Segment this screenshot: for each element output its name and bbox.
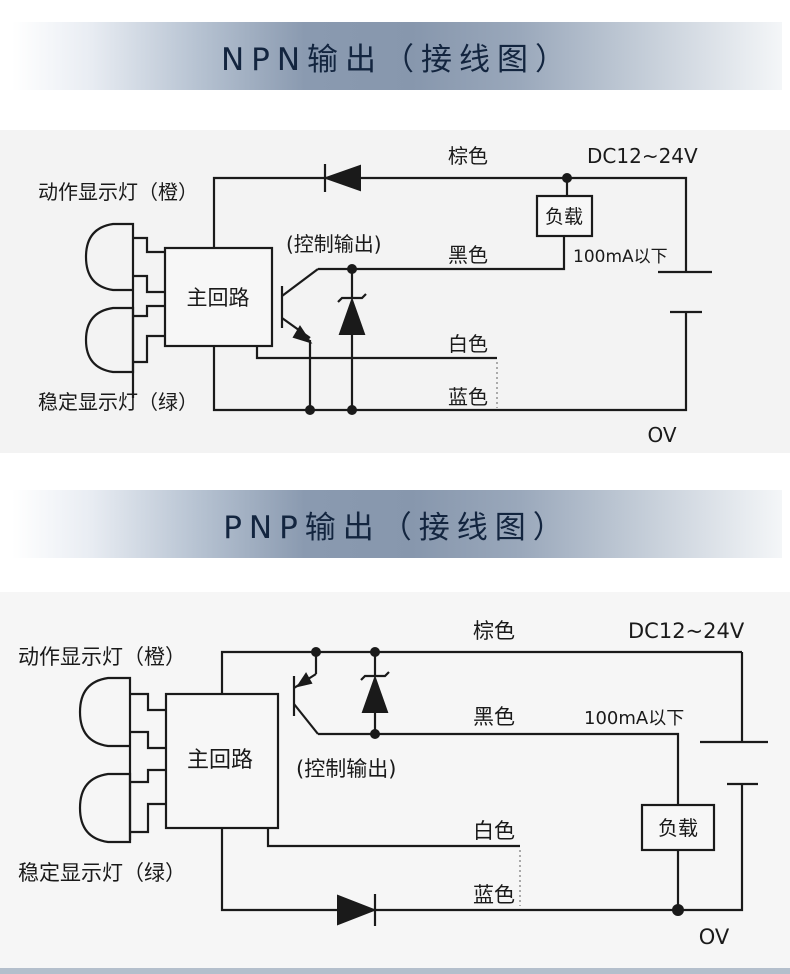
npn-supply-label: DC12~24V	[587, 144, 698, 168]
npn-load-label: 负载	[545, 206, 583, 228]
pnp-black-label: 黑色	[473, 705, 515, 729]
npn-black-wire	[318, 236, 566, 271]
pnp-diode-icon	[337, 894, 377, 926]
pnp-black-junction	[370, 729, 380, 739]
pnp-stable-lamp-label: 稳定显示灯（绿）	[18, 861, 186, 885]
pnp-zero-volt-junction	[672, 904, 684, 916]
npn-zero-volt-label: OV	[647, 423, 676, 447]
pnp-control-output-label: (控制输出)	[296, 757, 396, 781]
pnp-supply-wire-bottom	[678, 784, 744, 912]
npn-blue-wire	[212, 312, 688, 412]
npn-stable-lamp-label: 稳定显示灯（绿）	[38, 390, 198, 414]
pnp-transistor-icon	[292, 652, 319, 735]
pnp-current-limit-label: 100mA以下	[584, 708, 684, 729]
npn-transistor-icon	[280, 268, 319, 410]
npn-diode-icon	[322, 164, 361, 192]
npn-control-output-label: (控制输出)	[286, 232, 382, 256]
pnp-black-wire	[318, 732, 680, 805]
npn-wiring-diagram: 主回路 负载 棕色 DC12~24V 动作显示灯（橙） (控制输出)	[38, 144, 712, 447]
pnp-zero-volt-label: OV	[699, 925, 730, 949]
npn-zener-diode-icon	[337, 269, 367, 410]
pnp-wiring-diagram: 主回路 负载 棕色 DC12~24V 动作显示灯（橙）	[18, 619, 768, 949]
npn-battery-icon	[658, 270, 712, 314]
pnp-action-lamp-label: 动作显示灯（橙）	[18, 645, 186, 669]
npn-main-circuit-label: 主回路	[187, 286, 250, 310]
pnp-load-label: 负载	[658, 816, 698, 840]
npn-black-junction	[347, 264, 357, 274]
npn-blue-junction-1	[305, 405, 315, 415]
npn-black-label: 黑色	[448, 243, 488, 267]
npn-brown-label: 棕色	[448, 144, 488, 168]
pnp-stable-lamp-icon	[78, 768, 166, 844]
npn-blue-label: 蓝色	[448, 385, 488, 409]
pnp-battery-icon	[700, 740, 768, 786]
npn-title: NPN输出（接线图）	[220, 41, 574, 78]
pnp-diagram-panel	[0, 592, 790, 968]
bottom-divider	[0, 968, 790, 974]
npn-stable-lamp-icon	[84, 304, 165, 374]
pnp-zener-diode-icon	[360, 652, 390, 734]
pnp-white-label: 白色	[473, 819, 515, 843]
npn-diagram-panel	[0, 130, 790, 453]
npn-title-banner: NPN输出（接线图）	[12, 22, 782, 90]
npn-action-lamp-label: 动作显示灯（橙）	[38, 180, 198, 204]
pnp-supply-label: DC12~24V	[628, 619, 745, 643]
pnp-load-box	[640, 803, 716, 852]
npn-white-label: 白色	[448, 332, 488, 356]
npn-main-circuit-box	[163, 246, 274, 348]
npn-blue-junction-2	[347, 405, 357, 415]
pnp-brown-label: 棕色	[473, 619, 515, 643]
npn-white-wire	[255, 346, 497, 360]
pnp-blue-wire	[220, 828, 678, 912]
pnp-action-lamp-icon	[78, 676, 166, 840]
pnp-title-banner: PNP输出（接线图）	[12, 490, 782, 558]
pnp-brown-wire	[220, 650, 742, 694]
npn-brown-wire	[212, 176, 688, 272]
npn-current-limit-label: 100mA以下	[573, 247, 668, 267]
pnp-title: PNP输出（接线图）	[223, 509, 571, 546]
pnp-white-wire	[266, 828, 520, 848]
pnp-main-circuit-label: 主回路	[187, 748, 253, 773]
pnp-blue-label: 蓝色	[473, 883, 515, 907]
